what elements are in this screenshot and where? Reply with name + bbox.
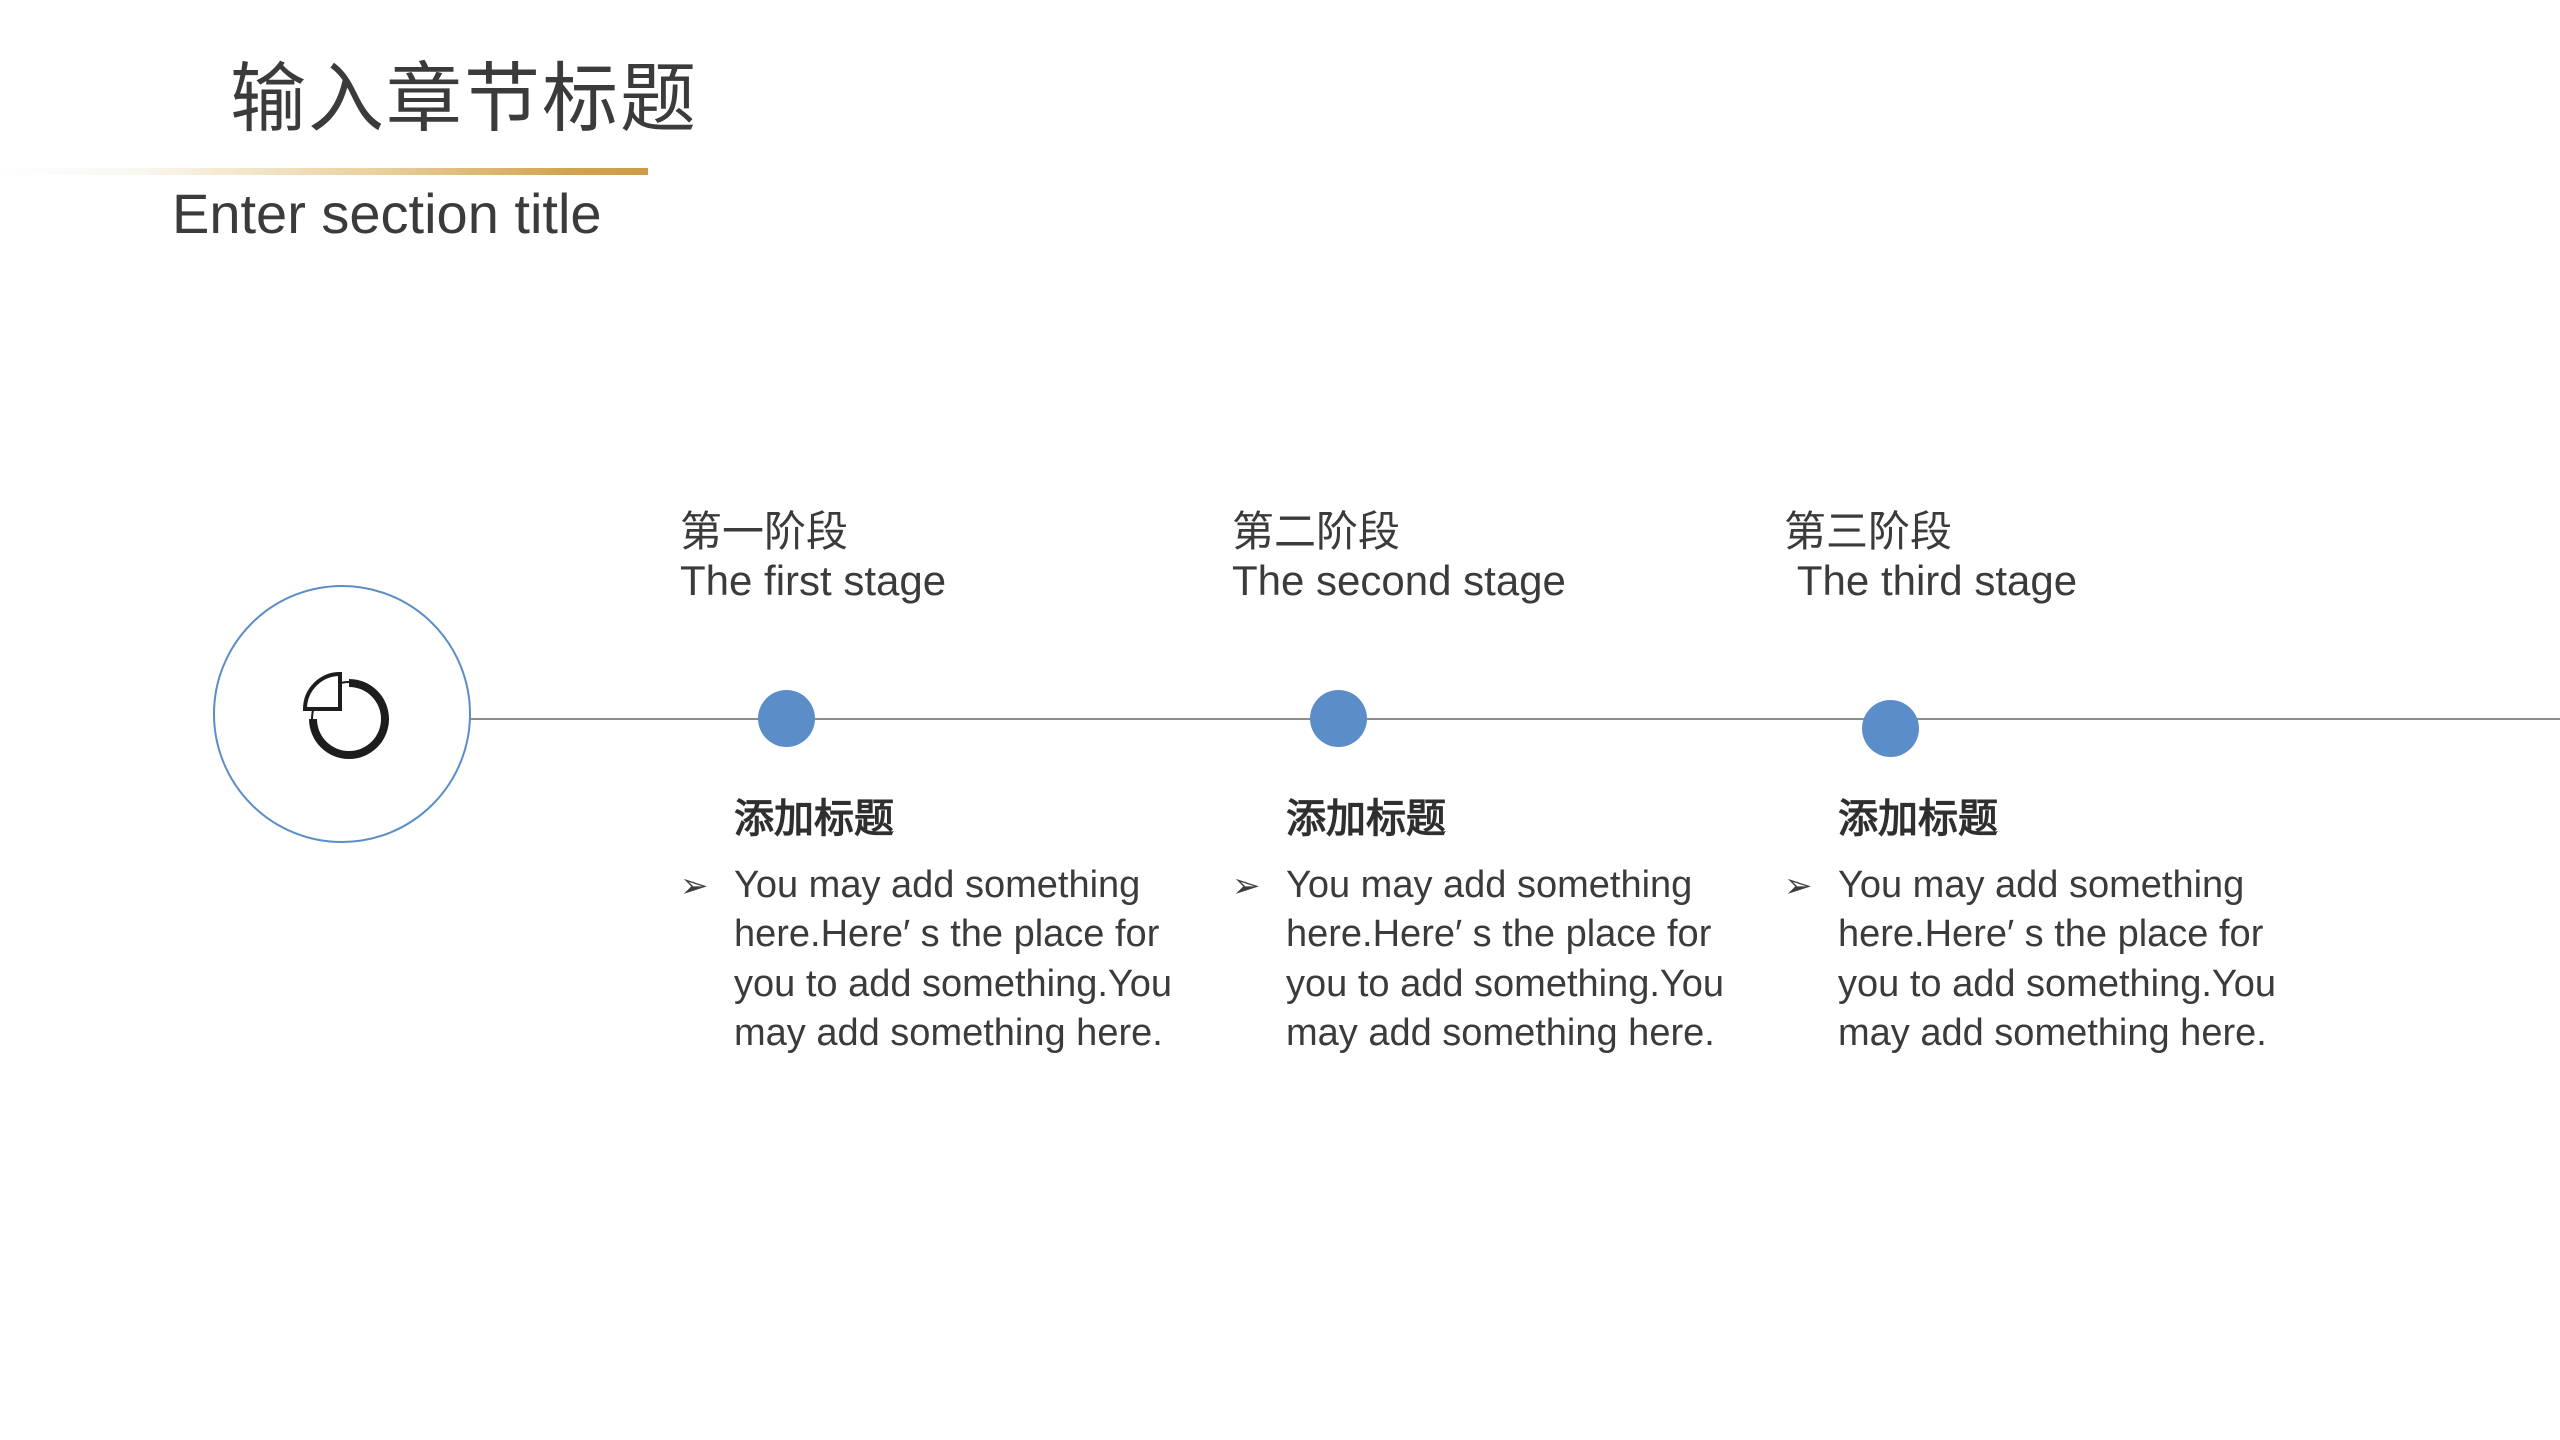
stage-3-name-en: The third stage xyxy=(1796,556,2078,604)
arrow-bullet-icon: ➢ xyxy=(680,867,709,905)
stage-3-bullet-text: You may add something here.Here′ s the p… xyxy=(1838,864,2277,1055)
stage-column-3: 第三阶段 The third stage 添加标题 ➢ You may add … xyxy=(1784,0,2324,1440)
stage-2-body-title: 添加标题 xyxy=(1286,797,1446,841)
stage-1-name-cn: 第一阶段 xyxy=(680,508,849,555)
stage-1-bullet-text: You may add something here.Here′ s the p… xyxy=(734,864,1173,1055)
stage-2-name-cn: 第二阶段 xyxy=(1232,508,1401,555)
page-title-en: Enter section title xyxy=(172,182,602,245)
timeline-dot-3[interactable] xyxy=(1862,700,1919,757)
stage-2-name-en: The second stage xyxy=(1232,556,1566,604)
pie-chart-icon-badge xyxy=(213,585,471,843)
timeline-axis xyxy=(470,718,2560,720)
stage-3-heading: 第三阶段 The third stage xyxy=(1784,508,2084,605)
stage-1-body-title: 添加标题 xyxy=(734,797,894,841)
stage-column-2: 第二阶段 The second stage 添加标题 ➢ You may add… xyxy=(1232,0,1772,1440)
stage-3-body: 添加标题 ➢ You may add something here.Here′ … xyxy=(1784,795,2304,1059)
arrow-bullet-icon: ➢ xyxy=(1232,867,1261,905)
stage-2-body: 添加标题 ➢ You may add something here.Here′ … xyxy=(1232,795,1752,1059)
title-divider xyxy=(0,168,648,175)
stage-1-heading: 第一阶段 The first stage xyxy=(680,508,1220,605)
pie-chart-icon xyxy=(302,671,389,759)
arrow-bullet-icon: ➢ xyxy=(1784,867,1813,905)
stage-2-heading: 第二阶段 The second stage xyxy=(1232,508,1772,605)
stage-1-bullet: ➢ You may add something here.Here′ s the… xyxy=(680,861,1200,1059)
stage-3-bullet: ➢ You may add something here.Here′ s the… xyxy=(1784,861,2304,1059)
stage-2-bullet-text: You may add something here.Here′ s the p… xyxy=(1286,864,1725,1055)
stage-1-name-en: The first stage xyxy=(680,556,947,604)
page-title-cn: 输入章节标题 xyxy=(230,57,698,142)
timeline-dot-2[interactable] xyxy=(1310,690,1367,747)
section-header: 输入章节标题 Enter section title xyxy=(0,0,1100,280)
stage-3-body-title: 添加标题 xyxy=(1838,797,1998,841)
stage-column-1: 第一阶段 The first stage 添加标题 ➢ You may add … xyxy=(680,0,1220,1440)
stage-1-body: 添加标题 ➢ You may add something here.Here′ … xyxy=(680,795,1200,1059)
stage-2-bullet: ➢ You may add something here.Here′ s the… xyxy=(1232,861,1752,1059)
stage-3-name-cn: 第三阶段 xyxy=(1784,508,1953,555)
timeline-dot-1[interactable] xyxy=(758,690,815,747)
